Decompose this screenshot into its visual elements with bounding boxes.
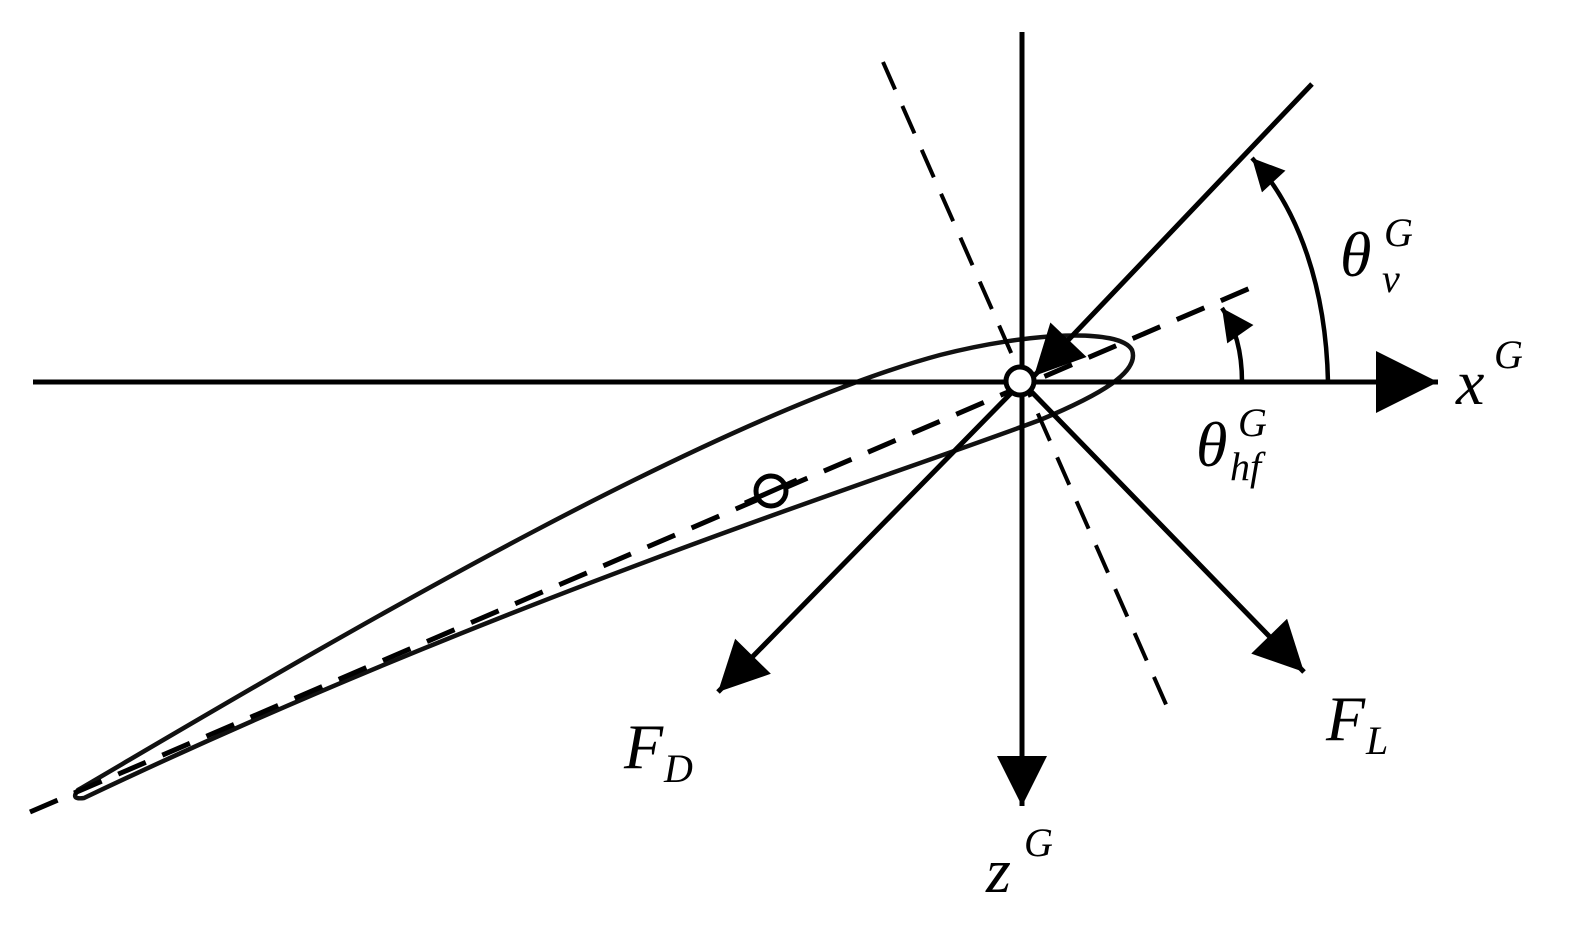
svg-text:θ: θ: [1340, 219, 1371, 290]
theta-hf-label: θ G hf: [1196, 400, 1267, 489]
pivot-point: [1003, 364, 1037, 398]
z-axis-label: z G: [985, 820, 1053, 906]
svg-text:θ: θ: [1196, 409, 1227, 480]
theta-v-angle-arc: [1250, 156, 1331, 383]
hydrofoil-outline: [72, 333, 1136, 801]
svg-text:z: z: [985, 835, 1011, 906]
lift-force-arrow: [1020, 380, 1306, 674]
theta-hf-angle-arc: [1220, 306, 1254, 383]
velocity-arrow: [1032, 82, 1314, 378]
svg-text:ν: ν: [1382, 256, 1400, 301]
theta-v-label: θ G ν: [1340, 210, 1413, 301]
svg-text:F: F: [623, 711, 664, 782]
svg-text:F: F: [1325, 683, 1366, 754]
x-axis-label: x G: [1455, 332, 1523, 418]
svg-text:G: G: [1494, 332, 1523, 377]
drag-force-label: F D: [623, 711, 693, 791]
svg-text:G: G: [1238, 400, 1267, 445]
svg-text:x: x: [1455, 347, 1484, 418]
lift-force-label: F L: [1325, 683, 1388, 763]
svg-text:L: L: [1365, 718, 1388, 763]
svg-text:G: G: [1384, 210, 1413, 255]
svg-text:D: D: [663, 746, 693, 791]
drag-force-arrow: [716, 380, 1024, 694]
svg-text:hf: hf: [1230, 444, 1266, 489]
svg-text:G: G: [1024, 820, 1053, 865]
chord-through-com: [743, 477, 799, 506]
